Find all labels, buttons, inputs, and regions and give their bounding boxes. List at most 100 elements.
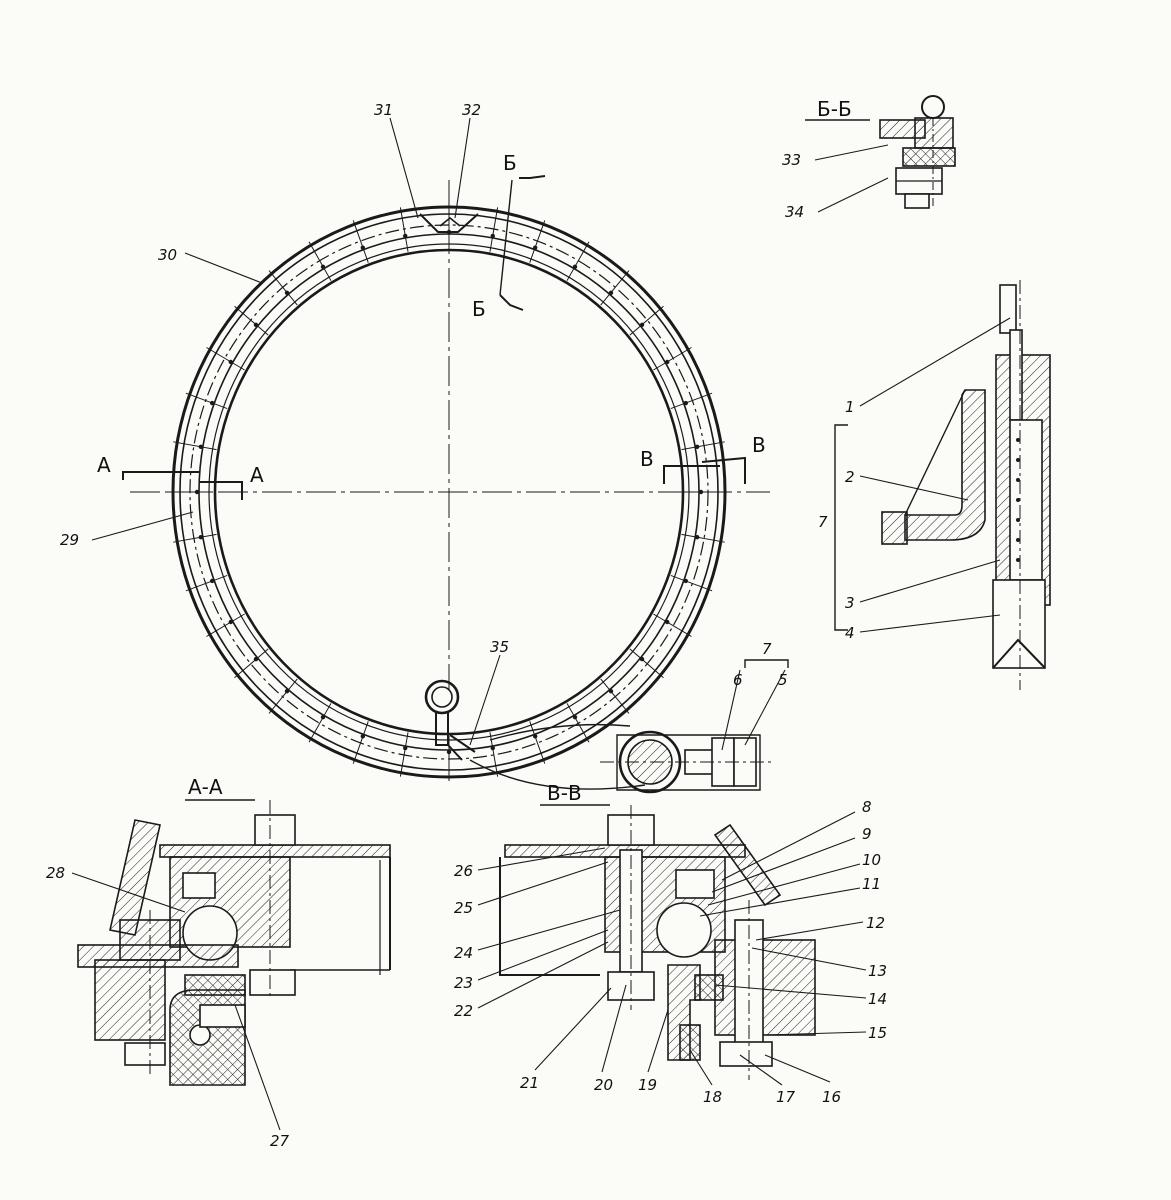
ring-tick bbox=[670, 574, 713, 592]
label-34: 34 bbox=[785, 203, 804, 221]
ring-rivet bbox=[209, 400, 215, 406]
latch-detail bbox=[834, 280, 1051, 690]
label-30: 30 bbox=[158, 246, 177, 264]
ring-rivet bbox=[532, 734, 538, 739]
ring-rivet bbox=[490, 745, 495, 751]
label-8: 8 bbox=[862, 798, 872, 816]
ring-radial-ticks bbox=[169, 203, 729, 781]
ring-rivet bbox=[639, 322, 645, 328]
ring-tick bbox=[399, 207, 409, 252]
ring-tick bbox=[600, 270, 630, 306]
ring-rivet bbox=[665, 359, 670, 365]
section-b-top-letter: Б bbox=[503, 151, 517, 175]
ring-tick bbox=[173, 441, 217, 451]
ring-rivet bbox=[446, 749, 452, 755]
label-7-latch: 7 bbox=[818, 513, 828, 531]
ring-tick bbox=[399, 732, 409, 777]
label-31: 31 bbox=[374, 101, 393, 119]
label-7-bolt: 7 bbox=[762, 640, 772, 658]
label-9: 9 bbox=[862, 825, 872, 843]
label-19: 19 bbox=[638, 1076, 657, 1094]
ring-rivet bbox=[403, 233, 408, 239]
ring-rivet bbox=[694, 444, 700, 450]
ring-tick bbox=[529, 721, 546, 764]
ring-tick bbox=[308, 241, 332, 281]
ring-rivet bbox=[490, 233, 495, 239]
label-1: 1 bbox=[845, 398, 855, 416]
label-11: 11 bbox=[862, 875, 881, 893]
ring-tick bbox=[629, 648, 664, 679]
ring-rivet bbox=[320, 264, 326, 270]
section-v-v: В-В bbox=[499, 781, 816, 1080]
ring-rivet bbox=[683, 400, 689, 406]
ring-rivet bbox=[198, 534, 204, 540]
ring-tick bbox=[268, 270, 298, 306]
ring-tick bbox=[185, 574, 228, 592]
ring-rivet bbox=[284, 688, 290, 694]
ring-tick bbox=[670, 392, 713, 410]
part-labels: 31 32 30 29 35 33 34 1 2 7 3 4 7 6 5 8 9… bbox=[46, 101, 887, 1150]
label-29: 29 bbox=[60, 531, 79, 549]
label-32: 32 bbox=[462, 101, 481, 119]
detail-b-b: Б-Б bbox=[805, 95, 956, 209]
label-25: 25 bbox=[454, 899, 473, 917]
label-13: 13 bbox=[868, 962, 887, 980]
ring-rivet bbox=[572, 264, 578, 270]
label-14: 14 bbox=[868, 990, 887, 1008]
label-10: 10 bbox=[862, 851, 881, 869]
section-a-a: А-А bbox=[77, 775, 391, 1086]
leader-lines bbox=[71, 117, 1011, 1131]
ring-rivet bbox=[228, 359, 233, 365]
label-35: 35 bbox=[490, 638, 509, 656]
label-2: 2 bbox=[845, 468, 855, 486]
ring-rivet bbox=[209, 578, 215, 584]
ring-tick bbox=[185, 392, 228, 410]
ring-tick bbox=[681, 441, 725, 451]
section-v-v-title: В-В bbox=[547, 781, 582, 805]
ring-rivet bbox=[608, 290, 614, 296]
ring-tick bbox=[234, 648, 269, 679]
label-6: 6 bbox=[733, 671, 743, 689]
ring-tick bbox=[489, 207, 499, 252]
ring-tick bbox=[566, 241, 590, 281]
ring-tick bbox=[308, 703, 332, 743]
label-4: 4 bbox=[845, 624, 855, 642]
section-marker-b: Б Б bbox=[472, 151, 546, 321]
ring-tick bbox=[234, 305, 269, 336]
ring-rivet bbox=[608, 688, 614, 694]
label-22: 22 bbox=[454, 1002, 473, 1020]
ring-rivet bbox=[665, 619, 670, 625]
label-5: 5 bbox=[778, 671, 788, 689]
ring-rivet bbox=[360, 734, 366, 739]
section-marker-v: В В bbox=[640, 433, 766, 484]
ring-rivet bbox=[683, 578, 689, 584]
label-24: 24 bbox=[454, 944, 473, 962]
label-33: 33 bbox=[782, 151, 801, 169]
main-ring-view bbox=[130, 180, 770, 790]
ring-rivet bbox=[253, 322, 259, 328]
ring-rivet bbox=[198, 444, 204, 450]
label-16: 16 bbox=[822, 1088, 841, 1106]
section-a-right-letter: А bbox=[250, 463, 264, 487]
label-15: 15 bbox=[868, 1024, 887, 1042]
ring-tick bbox=[529, 220, 546, 263]
label-28: 28 bbox=[46, 864, 65, 882]
section-b-bottom-letter: Б bbox=[472, 297, 486, 321]
ring-rivet bbox=[532, 245, 538, 250]
ring-tick bbox=[352, 721, 369, 764]
detail-b-b-title: Б-Б bbox=[817, 97, 852, 121]
ring-rivet bbox=[253, 656, 259, 662]
ring-rivet bbox=[320, 714, 326, 720]
ring-rivet bbox=[284, 290, 290, 296]
ring-tick bbox=[681, 533, 725, 543]
ring-rivet bbox=[228, 619, 233, 625]
ring-rivet bbox=[403, 745, 408, 751]
ring-tick bbox=[566, 703, 590, 743]
label-23: 23 bbox=[454, 974, 473, 992]
ring-tick bbox=[653, 347, 692, 371]
section-v-right-letter: В bbox=[752, 433, 766, 457]
ring-rivet bbox=[694, 534, 700, 540]
ring-tick bbox=[268, 678, 298, 714]
label-18: 18 bbox=[703, 1088, 722, 1106]
